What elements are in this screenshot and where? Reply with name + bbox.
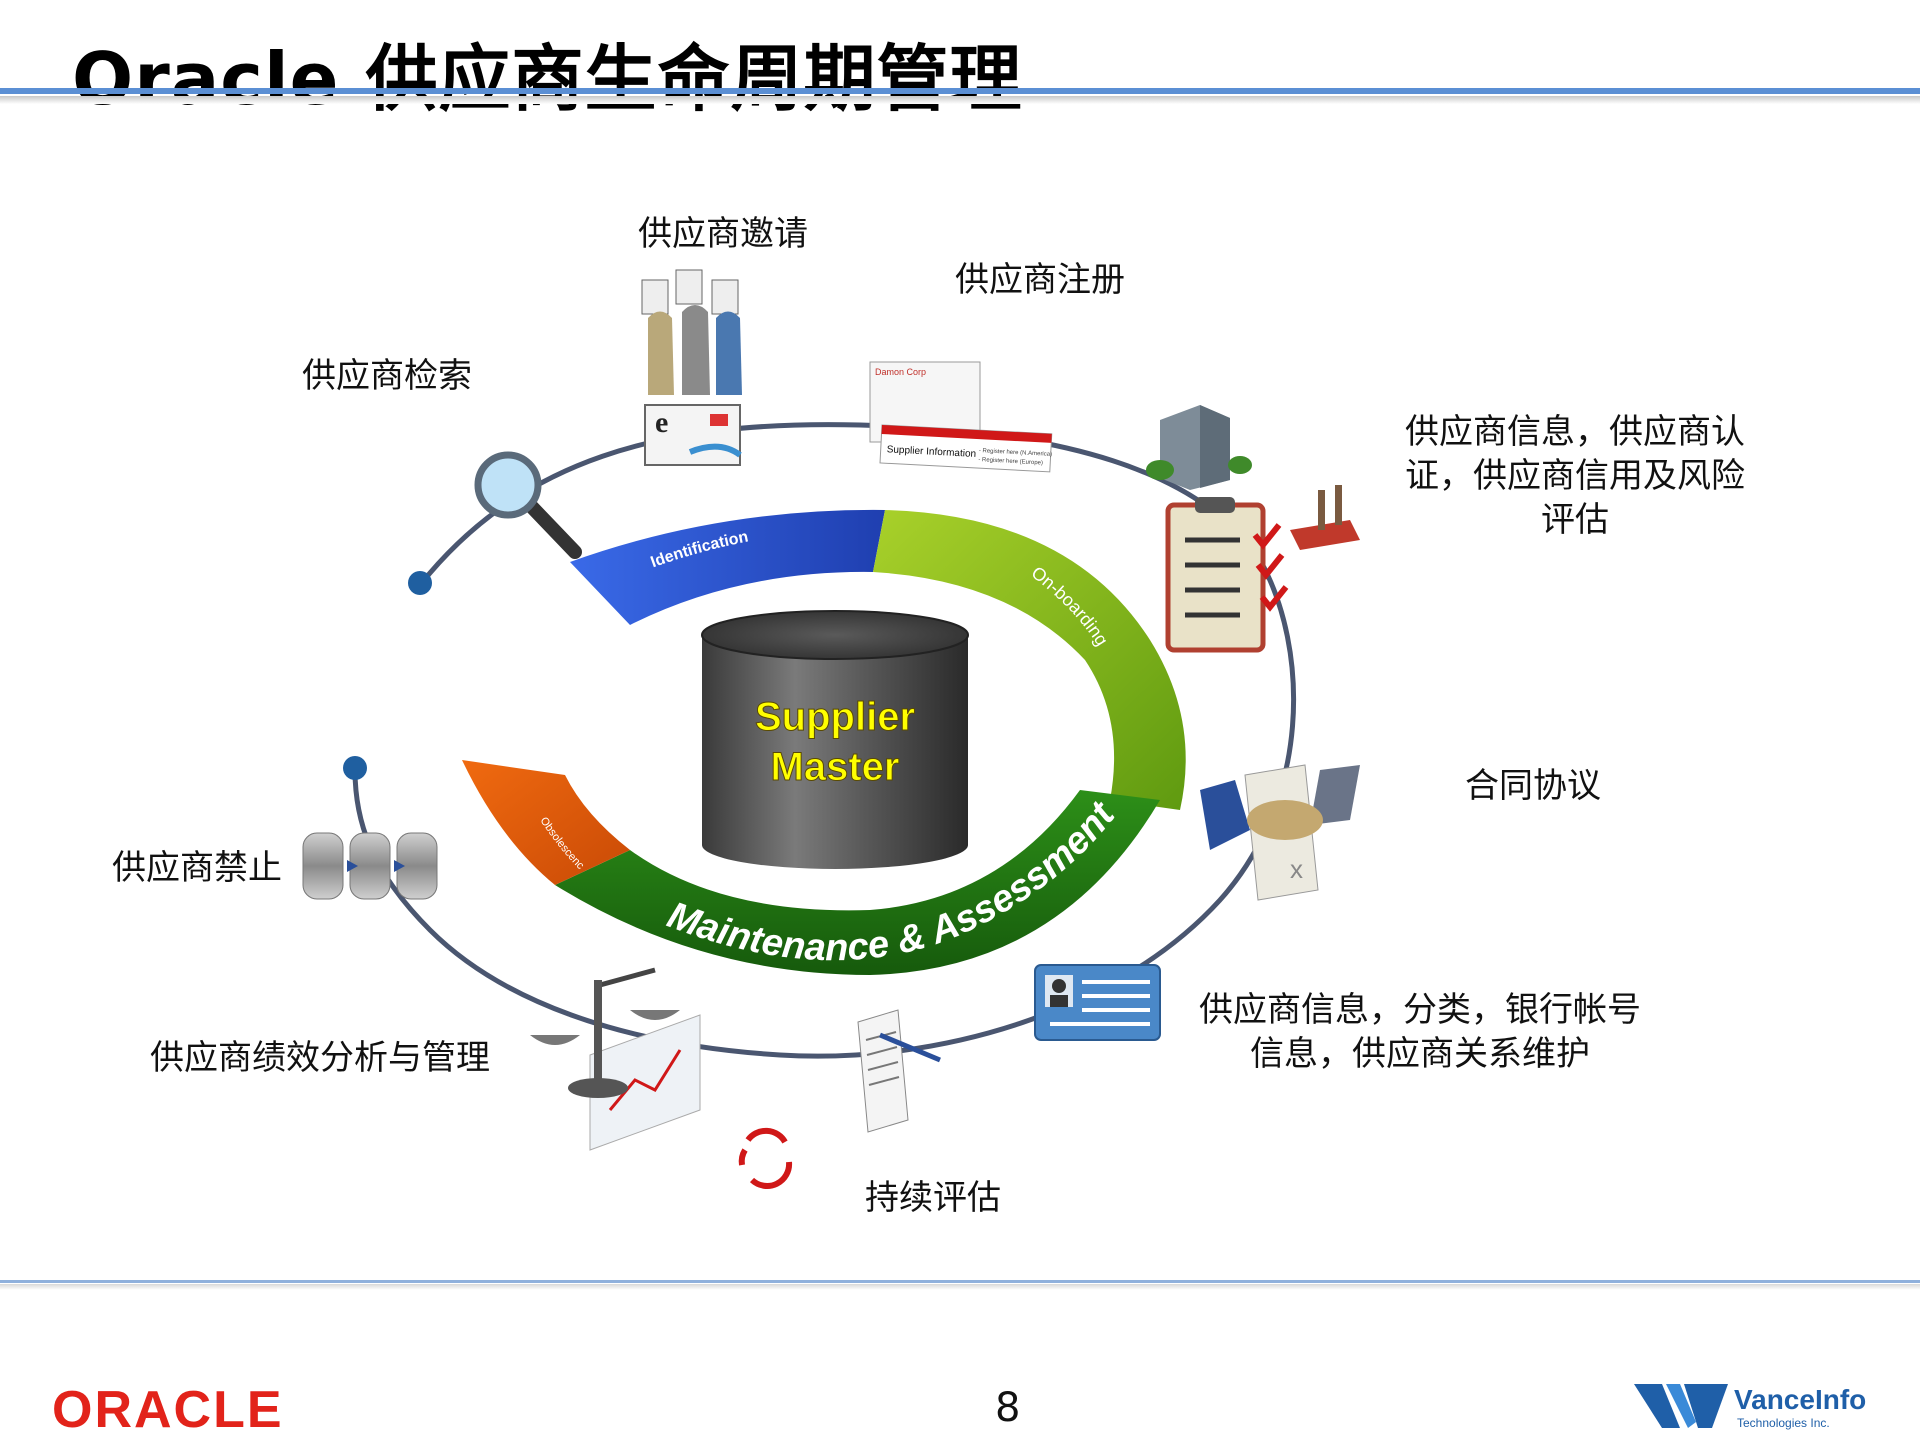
identification-arc [570,509,885,625]
checklist-clipboard-icon [1165,497,1289,653]
label-contract: 合同协议 [1465,766,1601,806]
vanceinfo-logo-mark [1634,1384,1728,1428]
refresh-icon [738,1127,793,1189]
signed-document-icon [857,1009,941,1133]
scales-chart-icon [530,967,701,1151]
center-line1: Supplier [755,695,915,739]
label-search: 供应商检索 [302,356,472,396]
svg-text:Damon Corp: Damon Corp [875,367,926,377]
label-info-cert: 供应商信息，供应商认 证，供应商信用及风险 评估 [1385,410,1765,543]
title-underline [0,88,1920,94]
building-icon [1146,405,1252,490]
footer-rule-shadow [0,1284,1920,1290]
title-underline-shadow [0,96,1920,104]
center-line2: Master [771,745,900,789]
svg-text:- Register here (N.America): - Register here (N.America) [979,448,1053,458]
label-continuous: 持续评估 [865,1178,1001,1218]
supplier-card-icon [1034,964,1161,1041]
onboarding-arc [873,510,1186,810]
maintenance-arc [555,790,1160,975]
lifecycle-diagram: Identification On-boarding Maintenance &… [0,0,1360,1189]
svg-text:Supplier Information: Supplier Information [886,444,976,460]
label-info-cert-line1: 供应商信息，供应商认 [1405,412,1745,452]
svg-text:- Register here (Europe): - Register here (Europe) [978,457,1043,466]
ring-start-dot [408,571,432,595]
vanceinfo-subtitle: Technologies Inc. [1737,1416,1830,1430]
svg-text:x: x [1290,854,1303,884]
label-register: 供应商注册 [955,260,1125,300]
page-title: Oracle 供应商生命周期管理 [72,37,1023,121]
disc-stack-icon [302,832,438,900]
label-performance: 供应商绩效分析与管理 [150,1038,490,1078]
label-ban: 供应商禁止 [112,848,282,888]
invitation-icon: e [641,269,742,466]
obsolescence-label: Obsolescence [0,0,586,872]
label-info-cert-line2: 证，供应商信用及风险 [1405,456,1745,497]
vanceinfo-name: VanceInfo [1734,1384,1867,1415]
footer-rule [0,1280,1920,1283]
oracle-logo: ORACLE [52,1381,284,1439]
svg-text:e: e [655,406,668,439]
label-info-class-line1: 供应商信息，分类，银行帐号 [1199,990,1641,1030]
obsolescence-arc [462,760,630,885]
registration-screen-icon: Damon Corp Supplier Information - Regist… [869,361,1053,473]
label-info-class: 供应商信息，分类，银行帐号 信息，供应商关系维护 [1180,988,1660,1076]
factory-icon [1290,485,1360,550]
handshake-contract-icon: x [1200,764,1360,901]
ring-end-dot [343,756,367,780]
supplier-master-cylinder: Supplier Master [701,610,969,869]
magnifier-icon [474,451,582,559]
label-invite: 供应商邀请 [638,214,808,254]
page-number: 8 [995,1385,1021,1431]
label-info-class-line2: 信息，供应商关系维护 [1250,1034,1590,1075]
label-info-cert-line3: 评估 [1541,500,1609,541]
